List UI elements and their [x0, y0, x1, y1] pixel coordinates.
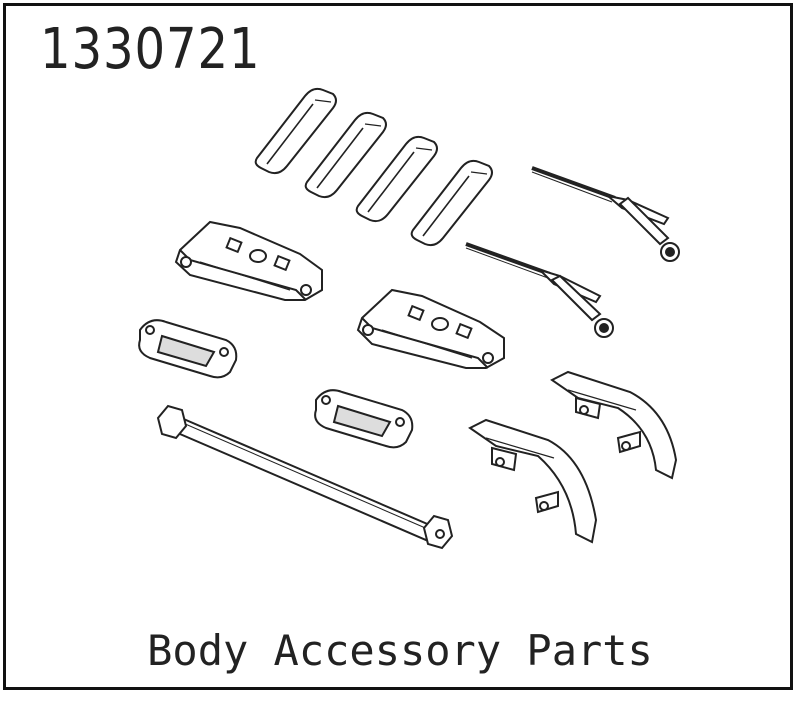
side-guard [552, 372, 676, 478]
wiper-arm [466, 244, 613, 337]
clip-piece [410, 159, 493, 247]
mount-bracket [358, 290, 504, 368]
caption: Body Accessory Parts [147, 626, 653, 675]
mount-bracket [176, 222, 322, 300]
small-bracket [315, 390, 412, 447]
body-rod [158, 406, 452, 548]
small-bracket [139, 320, 236, 377]
wiper-arm [532, 168, 679, 261]
page-frame [3, 3, 793, 690]
part-number: 1330721 [40, 17, 261, 82]
side-guard [470, 420, 596, 542]
